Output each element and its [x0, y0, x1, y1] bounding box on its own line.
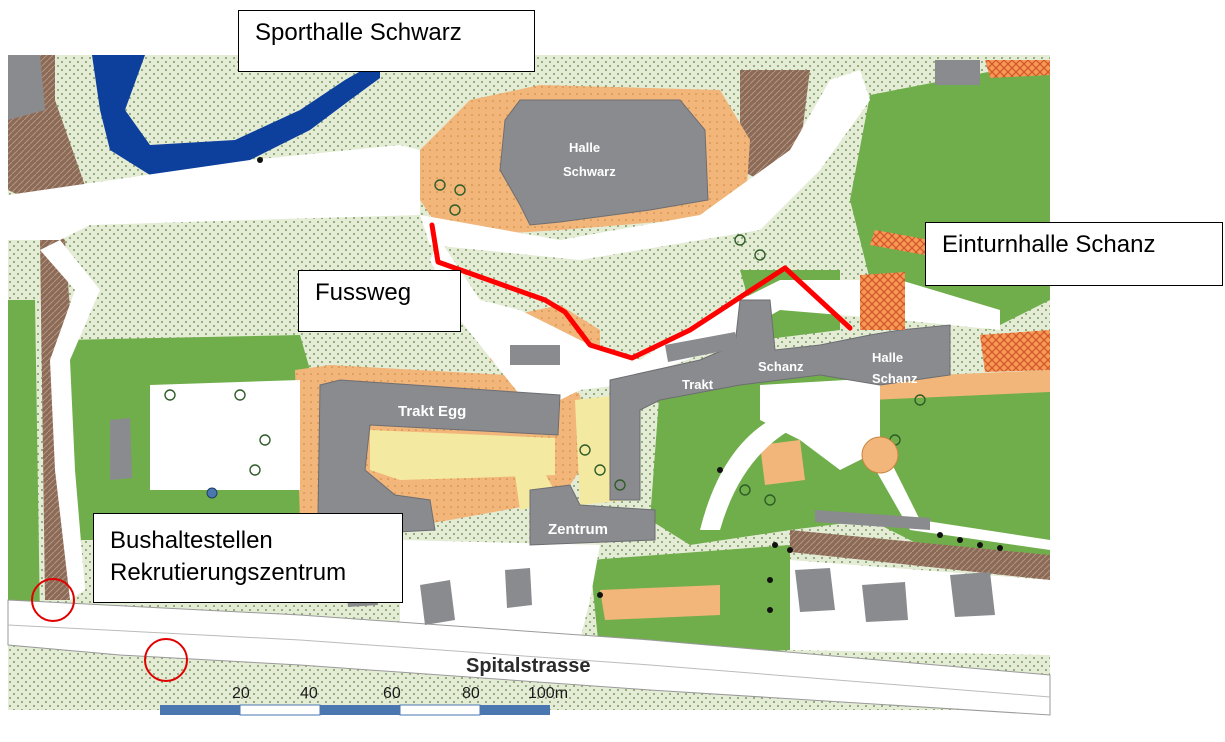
callout-fussweg: Fussweg [298, 270, 461, 332]
building-small-center [510, 345, 560, 365]
hatched-area-1 [860, 272, 905, 330]
label-trakt: Trakt [682, 377, 714, 392]
yard-west [150, 380, 300, 490]
house-4 [795, 568, 835, 612]
plaza-center [760, 378, 880, 470]
footpath-route [429, 222, 853, 361]
callout-sporthalle-schwarz: Sporthalle Schwarz [238, 10, 535, 72]
building-lower-east [815, 510, 930, 530]
callout-text-fussweg: Fussweg [315, 279, 412, 306]
callout-text-sporthalle: Sporthalle Schwarz [255, 19, 462, 46]
sand-south [600, 585, 720, 620]
pavilion [861, 436, 899, 474]
building-zentrum [529, 484, 656, 546]
courtyard-trakt-egg [370, 430, 555, 480]
label-halle-schwarz-2: Schwarz [563, 164, 616, 179]
label-trakt-egg: Trakt Egg [398, 403, 466, 420]
road-sports-hall [420, 70, 870, 260]
hatched-area-2 [980, 330, 1050, 372]
scale-bar: 20 40 60 80 100m [160, 685, 568, 716]
callout-bushaltestellen: Bushaltestellen Rekrutierungszentrum [93, 513, 403, 603]
scale-tick-60: 60 [383, 685, 401, 702]
house-1 [420, 580, 455, 625]
trees [164, 179, 926, 506]
callout-einturnhalle-schanz: Einturnhalle Schanz [925, 222, 1223, 286]
black-dots [257, 157, 1003, 613]
scale-tick-40: 40 [300, 685, 318, 702]
sand-pavilion [760, 440, 805, 485]
building-sw-small [110, 418, 132, 480]
building-north-corner [935, 60, 980, 85]
label-halle-schanz-1: Halle [872, 350, 903, 365]
label-zentrum: Zentrum [548, 521, 608, 538]
label-halle-schanz-2: Schanz [872, 371, 918, 386]
scale-tick-80: 80 [462, 685, 480, 702]
house-5 [862, 582, 908, 622]
fountain [206, 487, 218, 499]
path-to-campus [430, 240, 1000, 400]
spitalstrasse-edge [7, 624, 1051, 698]
label-halle-schwarz-1: Halle [569, 140, 600, 155]
hatched-area-3 [870, 230, 930, 255]
building-nw-corner [8, 55, 45, 120]
house-2 [505, 568, 532, 608]
building-halle-schwarz [499, 99, 709, 226]
scale-tick-100m: 100m [528, 685, 568, 702]
slope-south [790, 530, 1050, 580]
spitalstrasse-road [7, 599, 1051, 716]
house-6 [950, 572, 995, 617]
river [92, 55, 380, 175]
scale-tick-20: 20 [232, 685, 250, 702]
lawn-edge-west [8, 300, 40, 620]
path-west-curve [40, 240, 100, 600]
bus-stop-marker-2 [144, 638, 188, 682]
hatched-area-4 [985, 60, 1050, 78]
building-gym-annex [665, 332, 738, 362]
path-center-loop [700, 420, 790, 530]
callout-text-bus-line1: Bushaltestellen [110, 527, 273, 554]
callout-text-bus-line2: Rekrutierungszentrum [110, 559, 347, 586]
label-schanz: Schanz [758, 359, 804, 374]
road-north [8, 145, 420, 240]
label-spitalstrasse: Spitalstrasse [466, 655, 591, 677]
callout-text-einturnhalle: Einturnhalle Schanz [942, 231, 1156, 258]
bus-stop-marker-1 [31, 578, 75, 622]
